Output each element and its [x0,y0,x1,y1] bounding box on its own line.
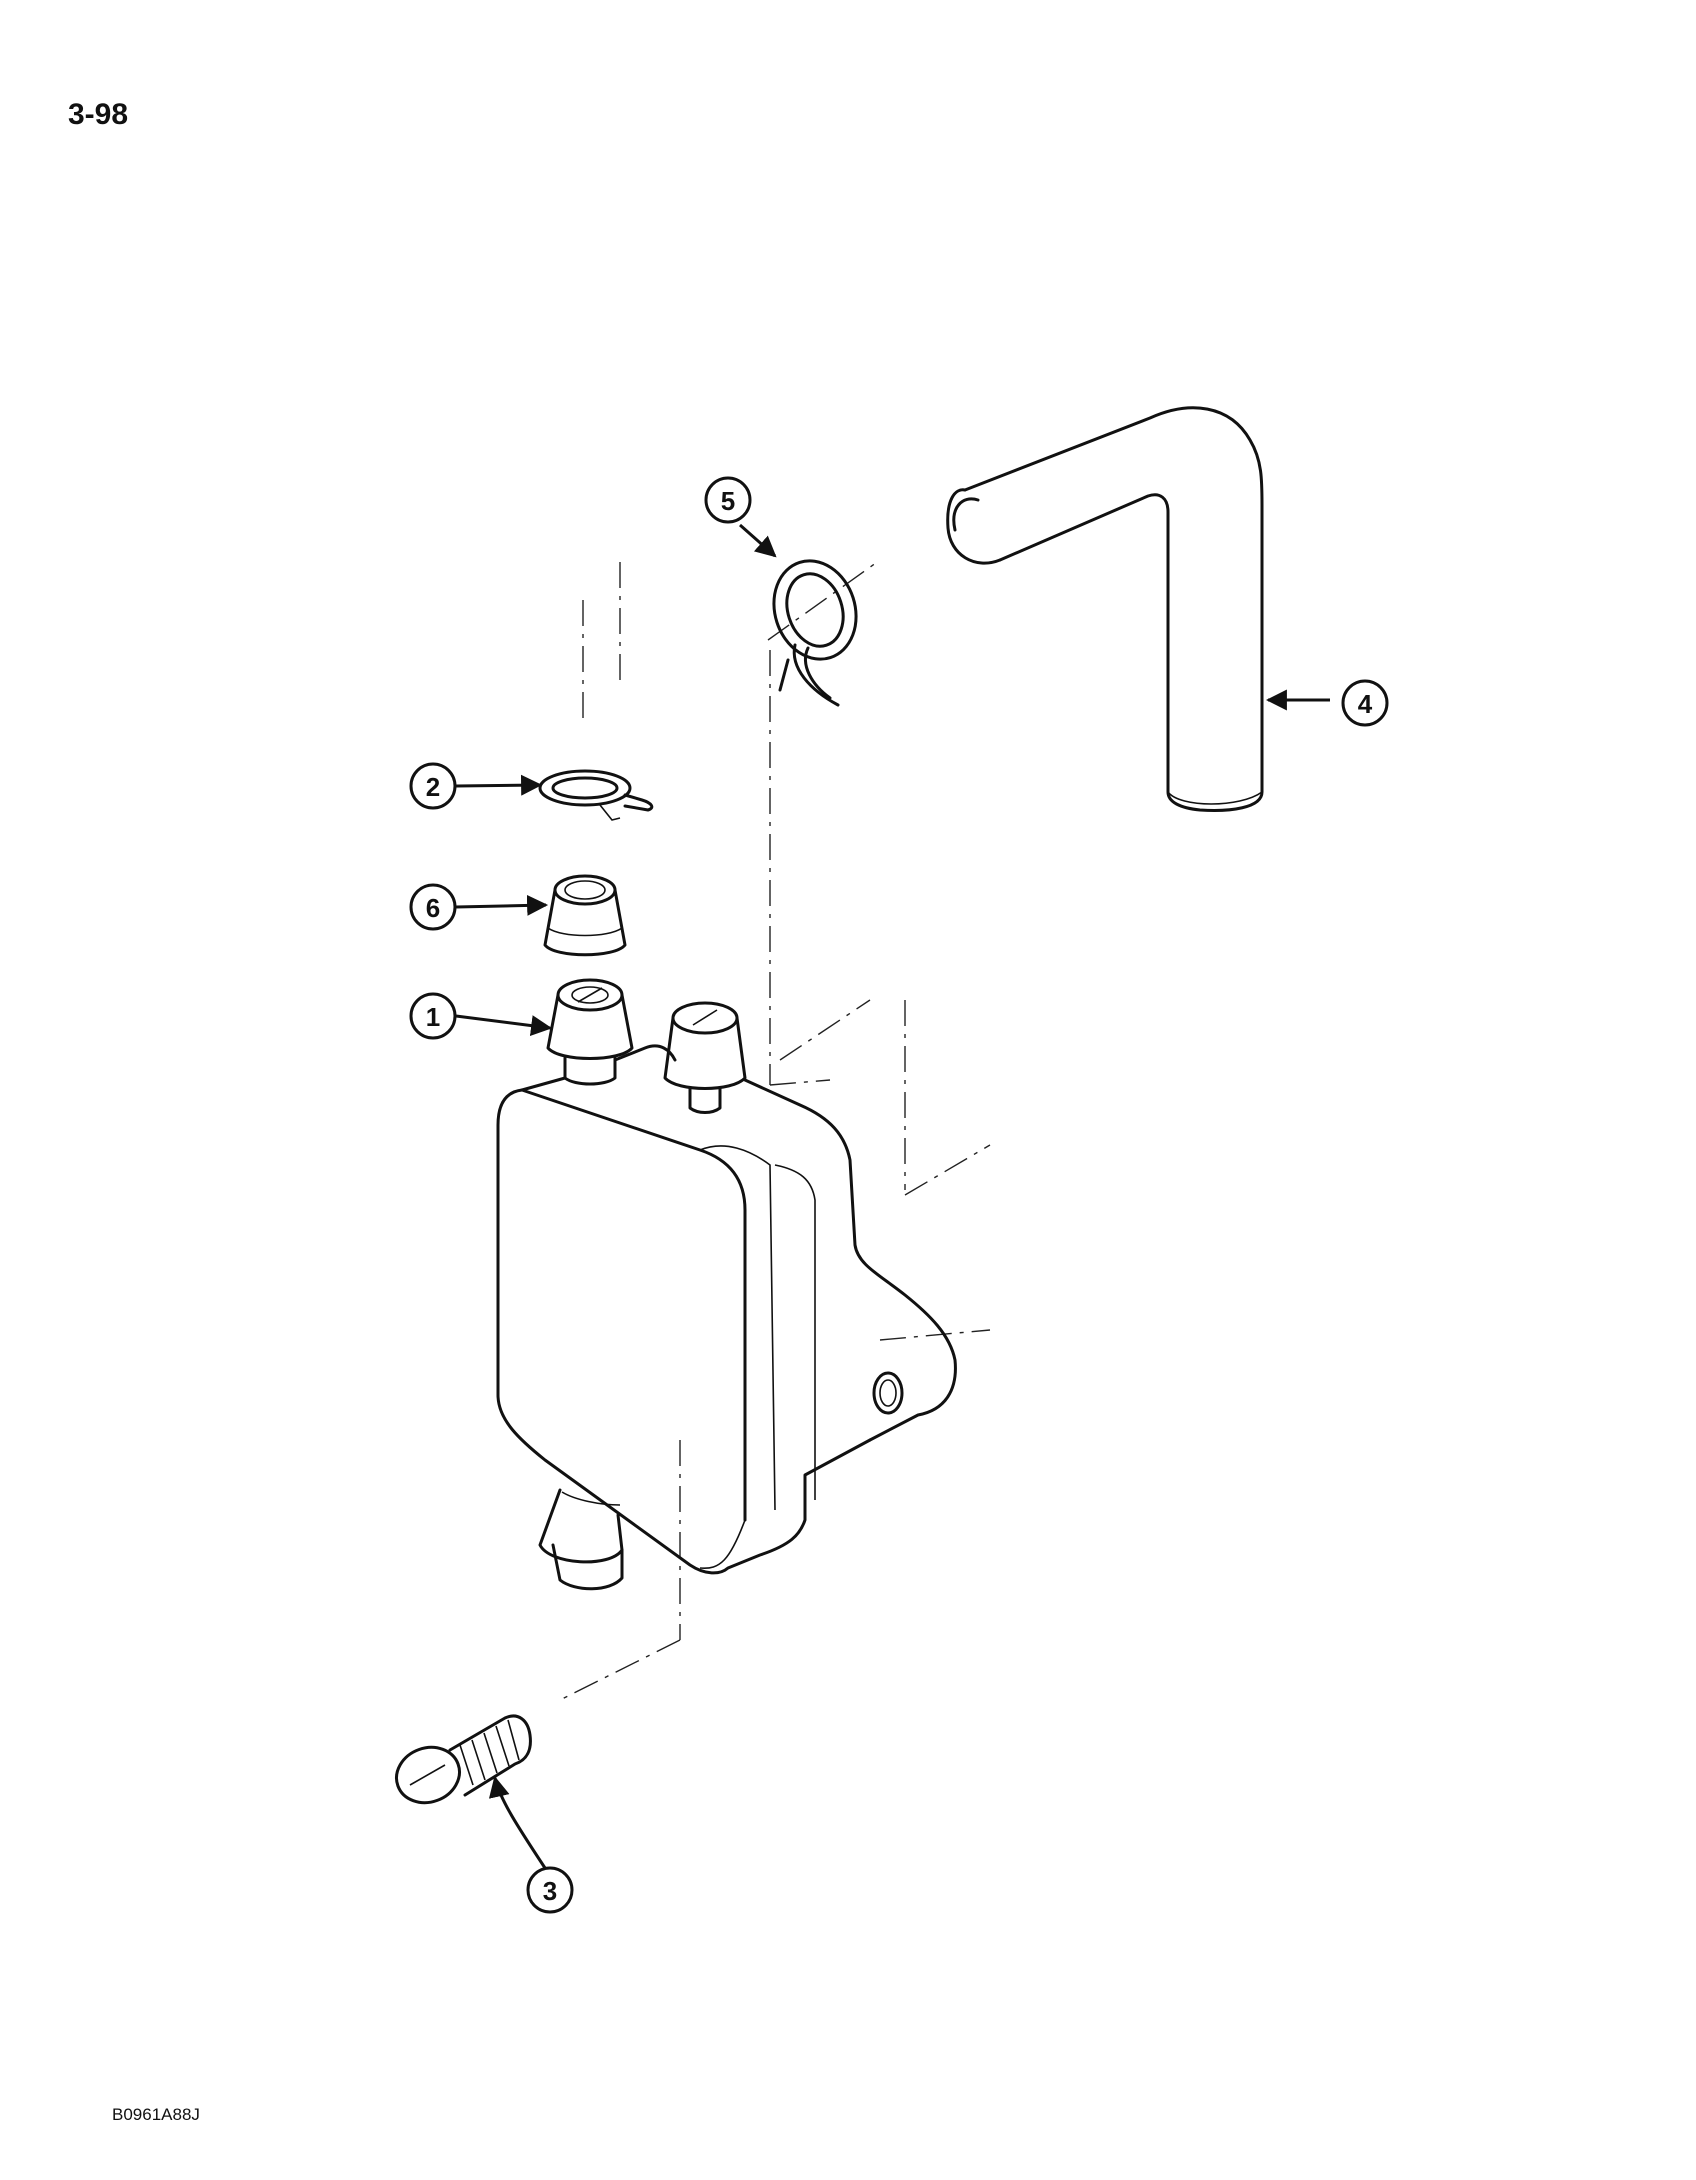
leader-lines [455,523,1330,1869]
screw-part [395,1714,532,1805]
callout-4: 4 [1341,679,1389,727]
callout-5-label: 5 [721,486,735,516]
fitting-part [546,978,634,1086]
spring-clamp-part [772,559,858,707]
figure-code: B0961A88J [112,2105,200,2124]
hose-part [946,406,1264,812]
filter-housing [496,1044,957,1591]
callout-2: 2 [409,762,457,810]
second-fitting [663,1001,747,1114]
callout-6-label: 6 [426,893,440,923]
callout-3-label: 3 [543,1876,557,1906]
callout-4-label: 4 [1358,689,1373,719]
rubber-cap-part [543,874,627,957]
callout-1: 1 [409,992,457,1040]
small-clamp-part [538,769,654,821]
callout-3: 3 [526,1866,574,1914]
centerlines [559,559,991,1701]
callout-5: 5 [704,476,752,524]
page-number: 3-98 [68,98,129,131]
callout-1-label: 1 [426,1002,440,1032]
callout-2-label: 2 [426,772,440,802]
callout-6: 6 [409,883,457,931]
